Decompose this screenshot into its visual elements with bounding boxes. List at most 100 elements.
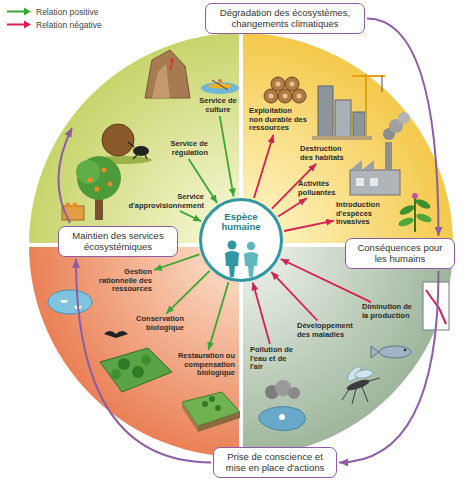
label-node: Service d'approvisionnement [116, 193, 204, 210]
legend-arrow-head [24, 21, 31, 29]
label-node: Gestion rationnelle des ressources [92, 268, 152, 294]
provisioning-illustration-part [88, 178, 93, 183]
deco-cycle-arrow [58, 128, 72, 223]
provisioning-illustration-part [95, 187, 100, 192]
legend-row: Relation positive [6, 5, 102, 18]
logging-illustration-part [297, 94, 302, 99]
buildings-illustration-part [318, 86, 333, 138]
cycle-arrow [339, 271, 439, 463]
buildings-illustration-part [365, 74, 367, 138]
label-node: Conservation biologique [128, 315, 184, 332]
conservation-illustration-part [111, 369, 121, 379]
label-node: Destruction des habitats [300, 145, 352, 162]
callout-text: Maintien des services écosystémiques [65, 230, 171, 253]
provisioning-illustration-part [108, 182, 113, 187]
culture-illustration-part [145, 50, 190, 98]
label-node: Service de culture [196, 97, 240, 114]
culture-illustration-part [152, 64, 170, 98]
legend-arrow-line [7, 24, 25, 26]
callout-text: Prise de conscience et mise en place d'a… [220, 451, 330, 474]
label-text: Service d'approvisionnement [116, 193, 204, 210]
label-text: Destruction des habitats [300, 145, 352, 162]
provisioning-illustration-part [66, 203, 71, 208]
legend-arrow [6, 20, 32, 29]
mosquito-illustration-part [352, 389, 356, 404]
label-node: Pollution de l'eau et de l'air [250, 346, 298, 372]
buildings-illustration-part [353, 112, 365, 138]
relation-arrow [220, 116, 234, 196]
culture-illustration-part [208, 84, 232, 89]
buildings-illustration-part [352, 75, 385, 77]
logging-illustration-part [283, 94, 288, 99]
factory-illustration-part [350, 160, 374, 170]
callout-box: Maintien des services écosystémiques [58, 226, 178, 257]
conservation-illustration-part [118, 358, 130, 370]
hub-figures [201, 200, 281, 280]
mosquito-illustration-part [342, 388, 350, 400]
relation-arrow [271, 272, 317, 321]
resource-management-illustration [48, 290, 92, 314]
label-text: Activités polluantes [298, 180, 346, 197]
callout-text: Dégradation des écosystèmes, changements… [212, 7, 358, 30]
label-text: Gestion rationnelle des ressources [92, 268, 152, 294]
quadrant-consequences [241, 245, 455, 459]
regulation-illustration-part [145, 155, 147, 159]
relation-arrow [208, 282, 228, 350]
callout-box: Prise de conscience et mise en place d'a… [213, 447, 337, 478]
buildings-illustration [312, 74, 385, 140]
conservation-illustration-part [132, 366, 144, 378]
center-circle: Espèce humaine [199, 198, 283, 282]
culture-illustration [145, 50, 239, 98]
logging-illustration [264, 77, 306, 103]
label-text: Exploitation non durable des ressources [249, 107, 307, 133]
quadrant-services [27, 31, 241, 245]
relation-arrow [253, 282, 270, 344]
pollution-illustration [259, 380, 306, 431]
resource-management-illustration-part [48, 290, 92, 314]
quadrant-services-part [27, 31, 241, 245]
restoration-illustration-part [215, 405, 221, 411]
logging-illustration-part [269, 94, 274, 99]
label-text: Service de culture [196, 97, 240, 114]
provisioning-illustration-part [76, 160, 100, 184]
restoration-illustration-part [202, 401, 208, 407]
factory-illustration-part [350, 170, 400, 195]
quadrant-degradation [241, 31, 455, 245]
logging-illustration-part [276, 82, 281, 87]
quadrant-consequences-part [241, 245, 455, 459]
legend-text: Relation positive [36, 7, 98, 17]
fish-illustration-part [371, 346, 379, 358]
label-text: Introduction d'espèces invasives [336, 201, 396, 227]
buildings-illustration-part [312, 136, 372, 140]
label-node: Introduction d'espèces invasives [336, 201, 396, 227]
legend-arrow-head [24, 8, 31, 16]
callout-text: Conséquences pour les humains [352, 242, 448, 265]
restoration-illustration [182, 392, 240, 432]
hub-figures-part [228, 241, 237, 250]
hub-figures-part [201, 200, 281, 280]
callout-box: Conséquences pour les humains [345, 238, 455, 269]
pollution-illustration-part [259, 406, 306, 430]
provisioning-illustration-part [102, 168, 107, 173]
conservation-illustration-part [100, 348, 172, 392]
hub-figures-part [244, 252, 258, 277]
mosquito-illustration-part [362, 387, 368, 402]
callout-box: Dégradation des écosystèmes, changements… [205, 3, 365, 34]
legend: Relation positiveRelation négative [6, 5, 102, 31]
restoration-illustration-part [209, 396, 215, 402]
regulation-illustration-part [102, 124, 134, 156]
invasive-plant-illustration-part [414, 197, 431, 210]
label-node: Développement des maladies [297, 322, 357, 339]
buildings-illustration-part [382, 76, 383, 92]
restoration-illustration-part [198, 412, 240, 432]
regulation-illustration-part [128, 142, 134, 147]
invasive-plant-illustration-part [398, 203, 415, 216]
quadrant-degradation-part [241, 31, 455, 245]
culture-illustration-part [212, 80, 228, 90]
factory-illustration-part [385, 142, 392, 170]
hub-text: Espèce humaine [214, 212, 268, 233]
provisioning-illustration-part [73, 203, 78, 208]
label-node: Diminution de la production [362, 303, 420, 320]
regulation-illustration-part [133, 155, 137, 159]
